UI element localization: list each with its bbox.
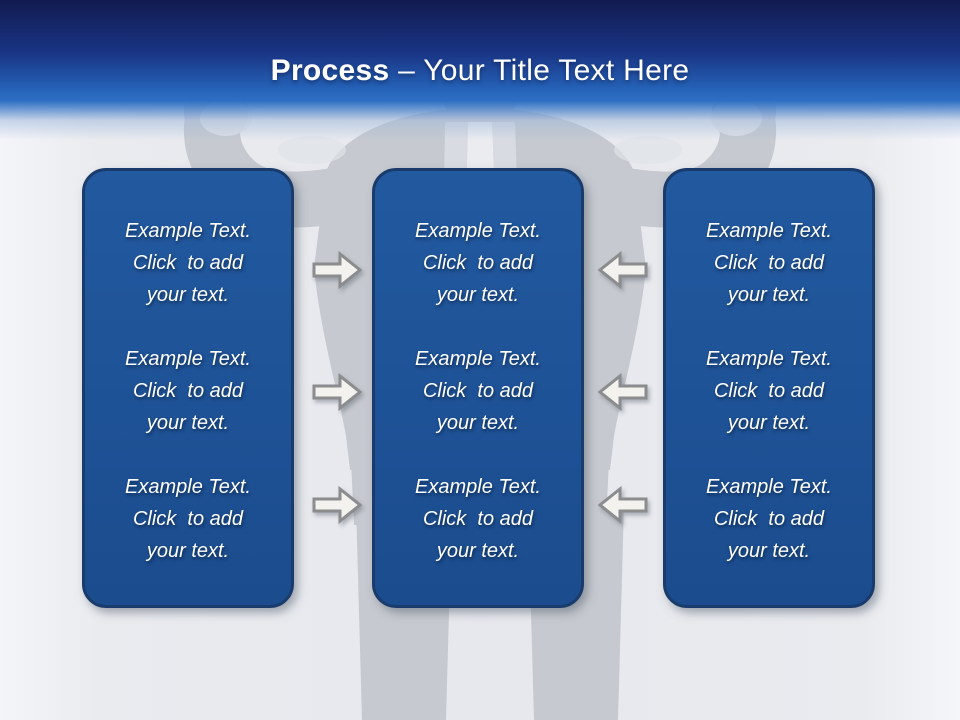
arrow-left-icon — [597, 485, 649, 525]
title-bar: Process – Your Title Text Here — [0, 0, 960, 140]
arrow-right-icon — [311, 372, 363, 412]
placeholder-text[interactable]: Example Text. Click to add your text. — [415, 348, 541, 434]
arrow-right-icon — [311, 250, 363, 290]
process-box-right[interactable]: Example Text. Click to add your text. Ex… — [663, 168, 875, 608]
placeholder-text[interactable]: Example Text. Click to add your text. — [706, 476, 832, 562]
arrow-right-icon — [311, 485, 363, 525]
process-box-center[interactable]: Example Text. Click to add your text. Ex… — [372, 168, 584, 608]
arrow-left-icon — [597, 372, 649, 412]
slide-title[interactable]: Process – Your Title Text Here — [0, 54, 960, 88]
title-rest: – Your Title Text Here — [389, 54, 690, 87]
placeholder-text[interactable]: Example Text. Click to add your text. — [706, 220, 832, 306]
placeholder-text[interactable]: Example Text. Click to add your text. — [415, 220, 541, 306]
placeholder-text[interactable]: Example Text. Click to add your text. — [706, 348, 832, 434]
placeholder-text[interactable]: Example Text. Click to add your text. — [125, 348, 251, 434]
placeholder-text[interactable]: Example Text. Click to add your text. — [125, 220, 251, 306]
placeholder-text[interactable]: Example Text. Click to add your text. — [415, 476, 541, 562]
placeholder-text[interactable]: Example Text. Click to add your text. — [125, 476, 251, 562]
title-emphasis: Process — [270, 54, 390, 87]
arrow-left-icon — [597, 250, 649, 290]
process-box-left[interactable]: Example Text. Click to add your text. Ex… — [82, 168, 294, 608]
